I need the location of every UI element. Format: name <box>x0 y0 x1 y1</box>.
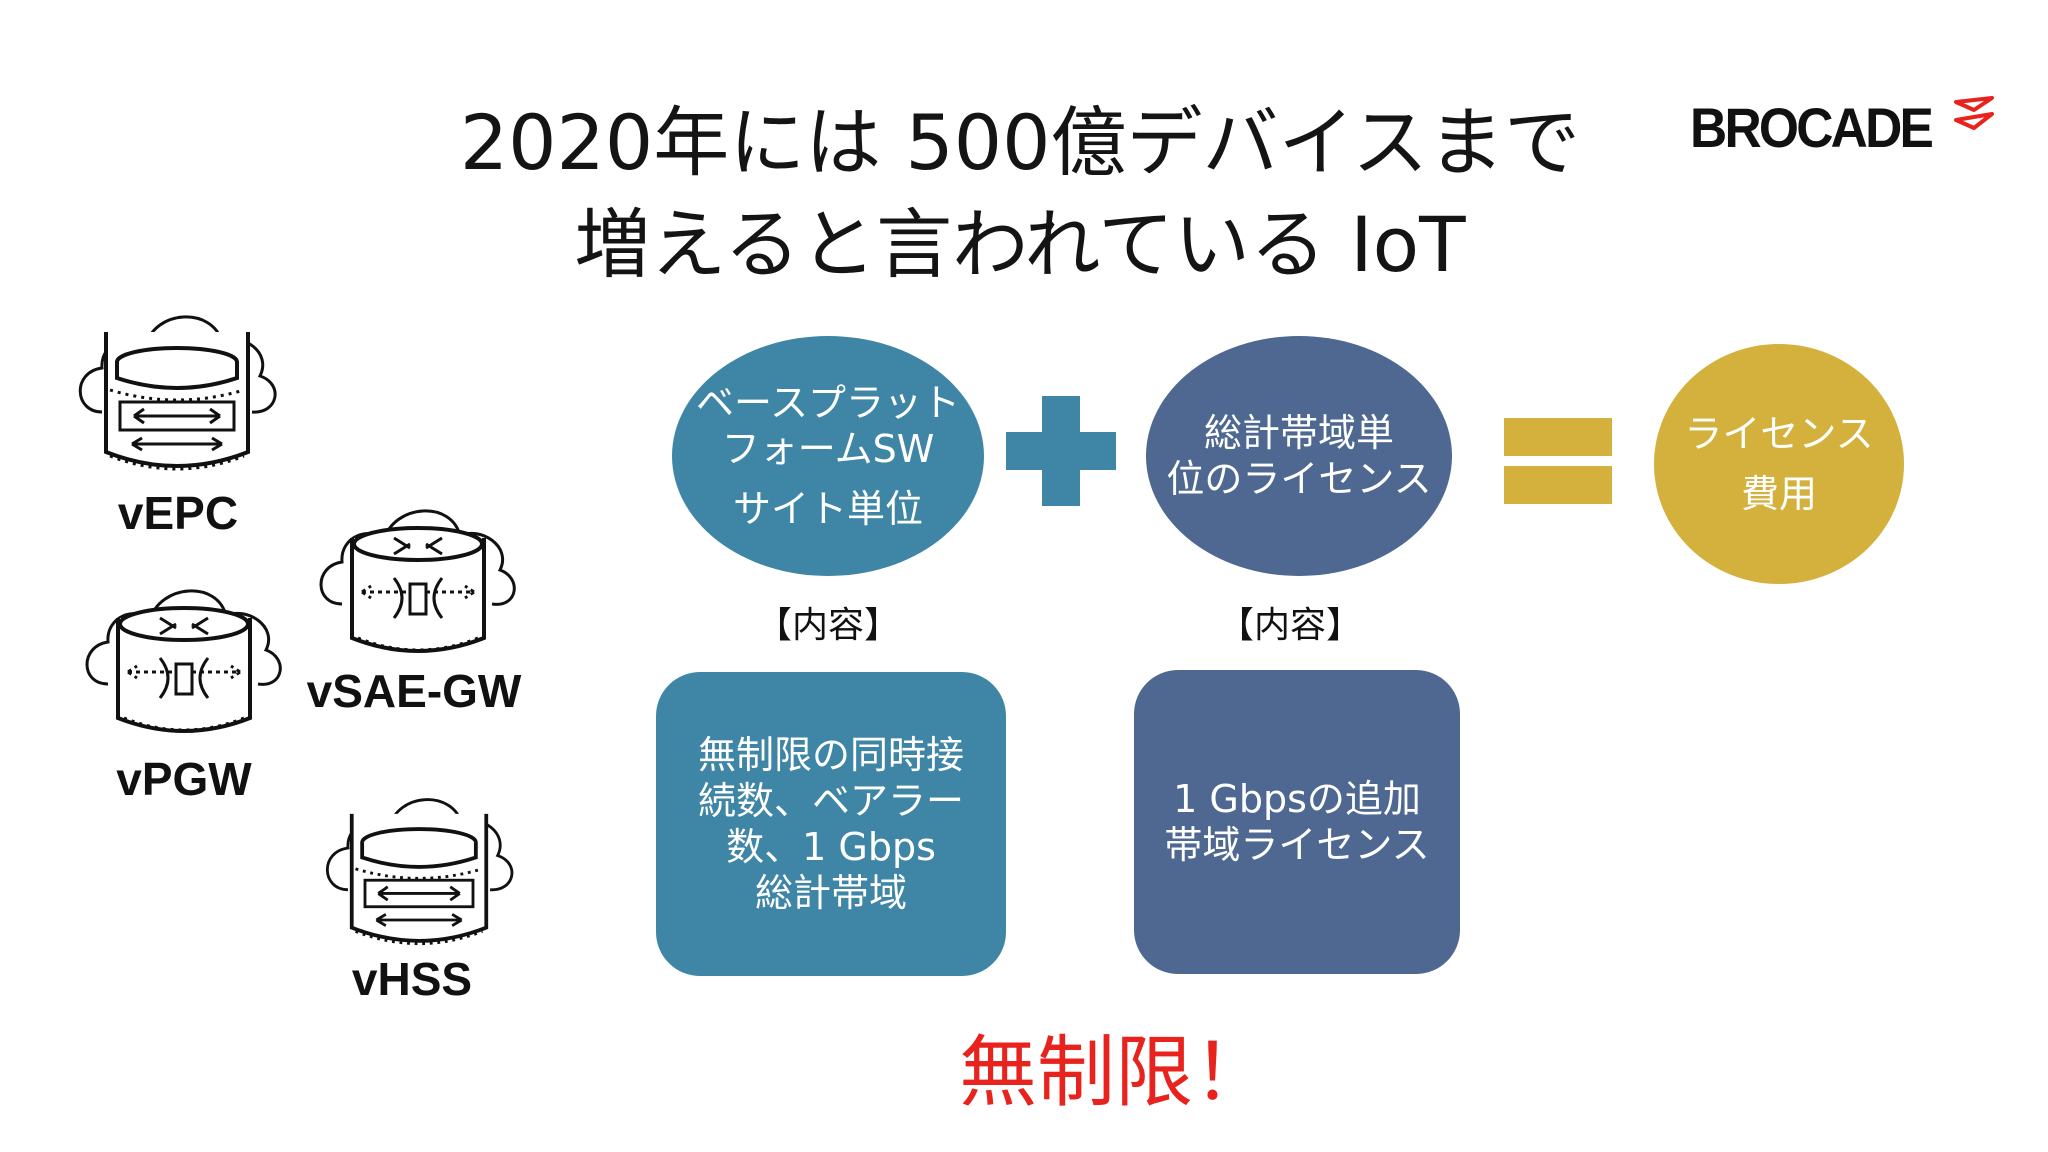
cloud-router-icon <box>85 589 282 733</box>
contents-label-right: 【内容】 <box>1217 605 1363 646</box>
left-box-line-4: 総計帯域 <box>754 871 907 915</box>
unlimited-text: 無制限！ <box>958 1028 1271 1118</box>
logo-text: BROCADE <box>1690 95 1934 159</box>
base-line-1: ベースプラット <box>695 381 961 425</box>
result-line-1: ライセンス <box>1684 412 1874 456</box>
license-cost-circle: ライセンス 費用 <box>1654 344 1904 584</box>
cloud-router-icon <box>319 509 516 653</box>
base-contents-box: 無制限の同時接 続数、ベアラー 数、1 Gbps 総計帯域 <box>656 672 1006 976</box>
device-label-vepc: vEPC <box>117 487 239 539</box>
page-title: 2020年には 500億デバイスまで 増えると言われている IoT <box>420 92 1620 296</box>
bandwidth-contents-box: 1 Gbpsの追加 帯域ライセンス <box>1134 670 1460 974</box>
base-line-3: サイト単位 <box>732 487 923 531</box>
contents-label-left: 【内容】 <box>755 605 901 646</box>
brocade-wing-icon <box>1954 96 1994 130</box>
cloud-database-switch-icon <box>78 315 277 471</box>
bandwidth-license-circle: 総計帯域単 位のライセンス <box>1146 336 1452 576</box>
left-box-line-3: 数、1 Gbps <box>726 825 936 869</box>
bandwidth-line-2: 位のライセンス <box>1166 457 1432 501</box>
title-line-2: 増えると言われている IoT <box>574 200 1466 289</box>
right-box-line-1: 1 Gbpsの追加 <box>1173 777 1421 821</box>
bandwidth-line-1: 総計帯域単 <box>1203 411 1394 455</box>
right-box-line-2: 帯域ライセンス <box>1164 823 1430 867</box>
device-label-vhss: vHSS <box>351 953 473 1005</box>
left-box-line-1: 無制限の同時接 <box>697 733 964 777</box>
brocade-logo: BROCADE <box>1690 92 1994 162</box>
base-line-2: フォームSW <box>721 427 935 471</box>
cloud-database-switch-icon <box>325 798 514 946</box>
result-line-2: 費用 <box>1740 472 1817 516</box>
left-box-line-2: 続数、ベアラー <box>697 779 964 823</box>
device-label-vsae-gw: vSAE-GW <box>306 665 522 717</box>
base-platform-circle: ベースプラット フォームSW サイト単位 <box>672 336 984 576</box>
device-label-vpgw: vPGW <box>116 753 252 805</box>
title-line-1: 2020年には 500億デバイスまで <box>459 98 1581 187</box>
